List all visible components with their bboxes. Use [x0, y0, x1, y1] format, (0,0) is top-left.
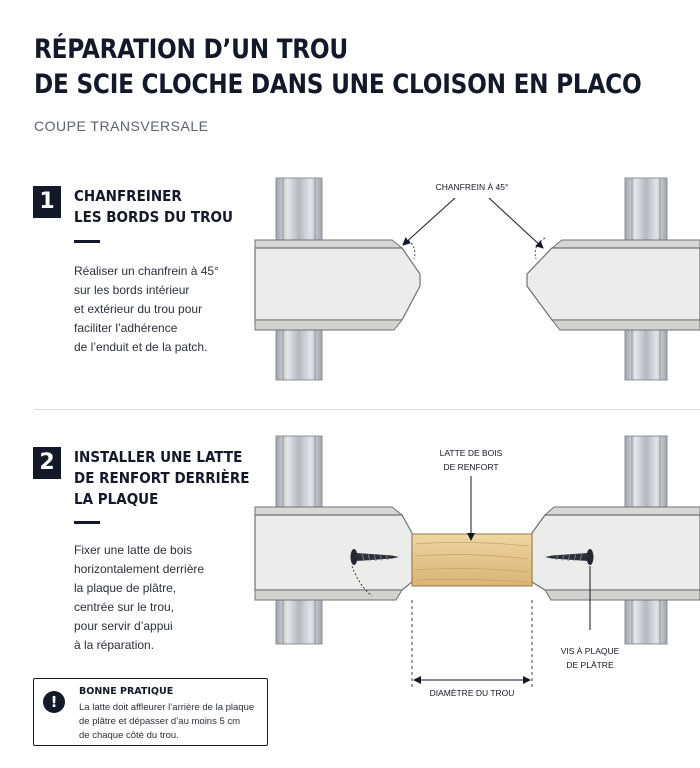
step-2-heading-line: LA PLAQUE: [74, 490, 159, 508]
drywall-left-1: [254, 239, 421, 331]
step-1-desc-line: Réaliser un chanfrein à 45°: [74, 264, 219, 278]
step-1-desc-line: faciliter l’adhérence: [74, 321, 178, 335]
page-subtitle: COUPE TRANSVERSALE: [34, 118, 209, 134]
step-2-number: 2: [33, 447, 61, 479]
step-1-desc-line: de l’enduit et de la patch.: [74, 340, 208, 354]
wood-batten: [411, 533, 533, 587]
step-1-rule: [74, 240, 100, 243]
step-1-heading: CHANFREINER LES BORDS DU TROU: [74, 186, 233, 228]
best-practice-note: ! BONNE PRATIQUE La latte doit affleurer…: [33, 678, 268, 746]
batten-label-line: DE RENFORT: [443, 462, 498, 472]
step-1-heading-line: CHANFREINER: [74, 187, 182, 205]
title-line-1: RÉPARATION D’UN TROU: [34, 34, 349, 65]
step-2-heading-line: INSTALLER UNE LATTE: [74, 448, 243, 466]
step-2-heading: INSTALLER UNE LATTE DE RENFORT DERRIÈRE …: [74, 447, 250, 510]
chamfer-arrow-right: [488, 197, 544, 249]
step-2-diagram: LATTE DE BOIS DE RENFORT VIS À PLAQUE DE…: [254, 435, 700, 698]
step-1-number: 1: [33, 186, 61, 218]
section-divider: [34, 409, 700, 410]
step-2-desc-line: pour servir d’appui: [74, 619, 173, 633]
step-2-desc-line: horizontalement derrière: [74, 562, 205, 576]
step-1-description: Réaliser un chanfrein à 45° sur les bord…: [74, 262, 219, 357]
drywall-right-1: [526, 239, 700, 331]
step-2-desc-line: Fixer une latte de bois: [74, 543, 193, 557]
screw-label-line: VIS À PLAQUE: [561, 646, 620, 656]
drywall-right-2: [531, 506, 700, 601]
step-2-desc-line: la plaque de plâtre,: [74, 581, 177, 595]
exclamation-icon: !: [43, 691, 65, 713]
step-1-heading-line: LES BORDS DU TROU: [74, 208, 233, 226]
step-2-desc-line: à la réparation.: [74, 638, 155, 652]
step-1-desc-line: sur les bords intérieur: [74, 283, 190, 297]
screw-left-icon: [350, 549, 399, 597]
screw-right-icon: [545, 549, 594, 565]
chamfer-label: CHANFREIN À 45°: [436, 182, 509, 192]
chamfer-arc-right: [534, 237, 546, 260]
chamfer-arc-left: [404, 237, 416, 260]
title-line-2: DE SCIE CLOCHE DANS UNE CLOISON EN PLACO: [34, 69, 642, 100]
drywall-left-2: [254, 506, 413, 601]
step-2-rule: [74, 521, 100, 524]
note-text-line: de chaque côté du trou.: [79, 730, 179, 741]
note-text: La latte doit affleurer l’arrière de la …: [79, 701, 254, 743]
step-2-heading-line: DE RENFORT DERRIÈRE: [74, 469, 250, 487]
step-2-desc-line: centrée sur le trou,: [74, 600, 175, 614]
diameter-label: DIAMÈTRE DU TROU: [430, 688, 515, 698]
screw-label-line: DE PLÂTRE: [566, 660, 614, 670]
step-1-diagram: CHANFREIN À 45°: [254, 177, 700, 381]
note-text-line: La latte doit affleurer l’arrière de la …: [79, 702, 255, 713]
step-2-description: Fixer une latte de bois horizontalement …: [74, 541, 204, 655]
note-text-line: de plâtre et dépasser d’au moins 5 cm: [79, 716, 241, 727]
chamfer-arrow-left: [402, 197, 456, 246]
step-1-desc-line: et extérieur du trou pour: [74, 302, 203, 316]
batten-label-line: LATTE DE BOIS: [440, 448, 503, 458]
note-title: BONNE PRATIQUE: [79, 686, 174, 697]
page-title: RÉPARATION D’UN TROU DE SCIE CLOCHE DANS…: [34, 32, 642, 102]
